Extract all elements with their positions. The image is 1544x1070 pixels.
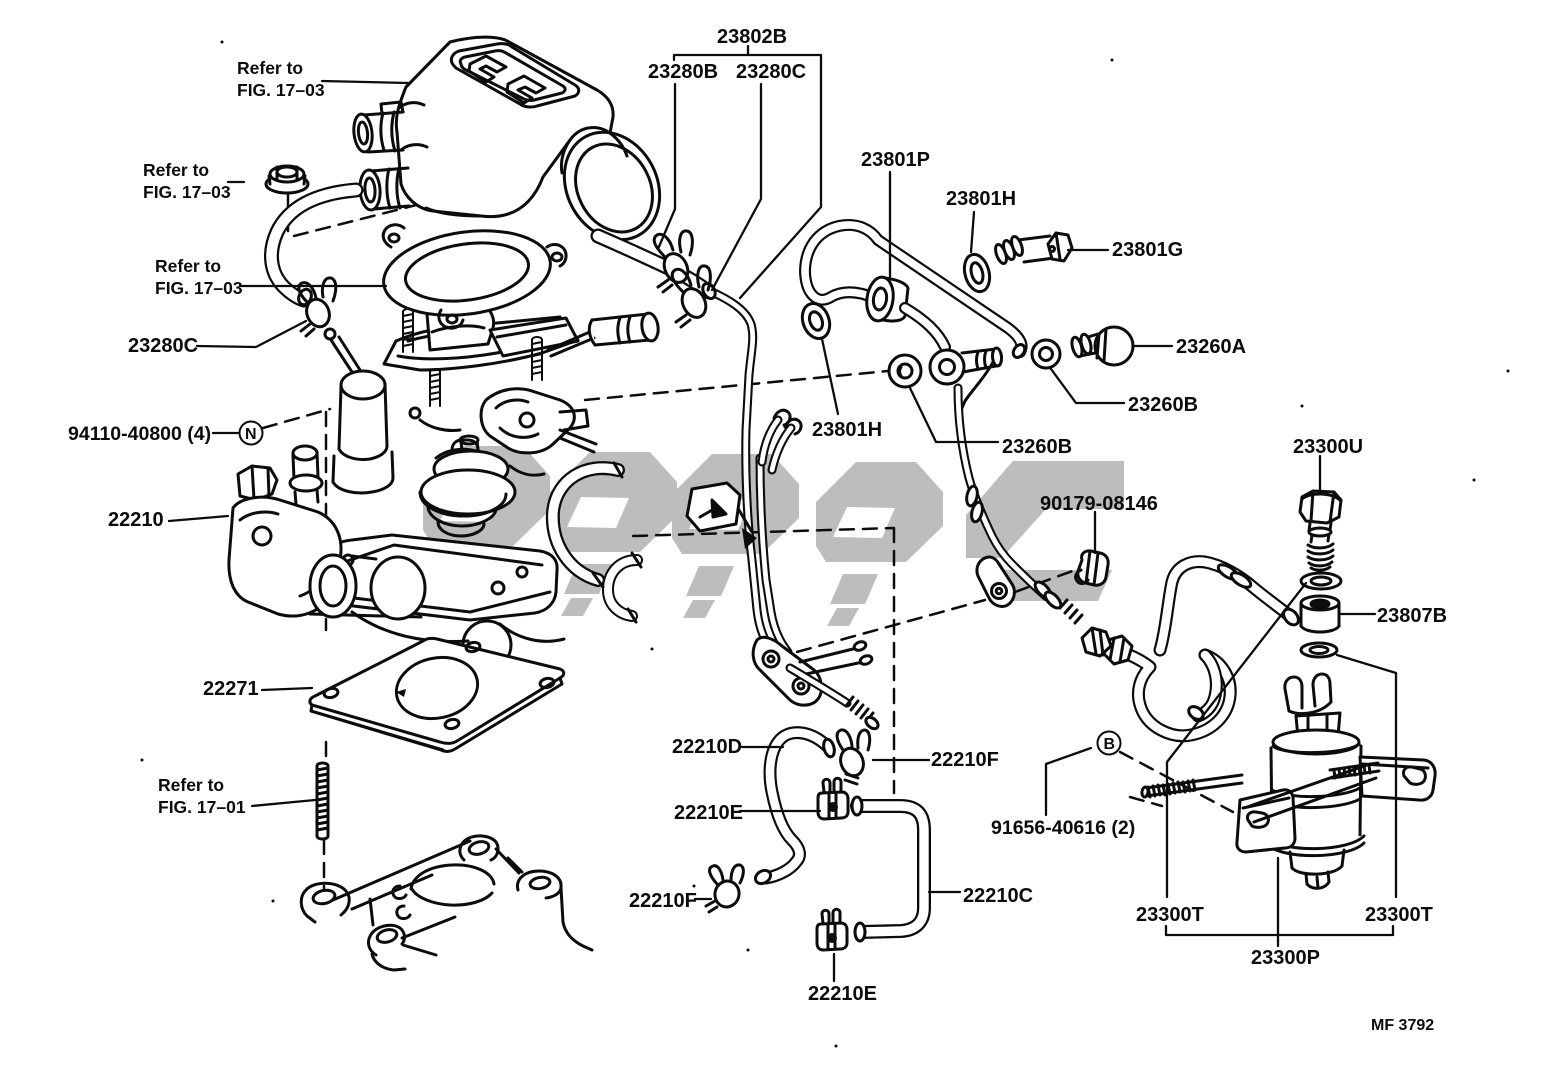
svg-text:23300T: 23300T <box>1136 904 1204 926</box>
svg-text:N: N <box>245 426 257 443</box>
svg-text:23260A: 23260A <box>1176 336 1246 358</box>
svg-text:22210D: 22210D <box>672 736 742 758</box>
svg-text:B: B <box>1104 736 1116 753</box>
svg-text:22210C: 22210C <box>963 885 1033 907</box>
svg-text:23280C: 23280C <box>736 61 806 83</box>
svg-text:Refer to: Refer to <box>143 160 209 180</box>
svg-text:23280C: 23280C <box>128 335 198 357</box>
svg-text:91656-40616 (2): 91656-40616 (2) <box>991 817 1135 839</box>
svg-text:FIG. 17–03: FIG. 17–03 <box>143 182 231 202</box>
svg-text:23801P: 23801P <box>861 149 930 171</box>
svg-text:22210E: 22210E <box>808 983 877 1005</box>
svg-text:FIG. 17–03: FIG. 17–03 <box>237 80 325 100</box>
svg-text:23801H: 23801H <box>946 188 1016 210</box>
svg-text:23300P: 23300P <box>1251 947 1320 969</box>
svg-text:MF 3792: MF 3792 <box>1371 1017 1434 1034</box>
svg-text:23300U: 23300U <box>1293 436 1363 458</box>
svg-text:23300T: 23300T <box>1365 904 1433 926</box>
svg-text:FIG. 17–03: FIG. 17–03 <box>155 278 243 298</box>
svg-text:23280B: 23280B <box>648 61 718 83</box>
svg-text:23807B: 23807B <box>1377 605 1447 627</box>
svg-text:23802B: 23802B <box>717 26 787 48</box>
svg-text:23801G: 23801G <box>1112 239 1183 261</box>
svg-text:Refer to: Refer to <box>155 256 221 276</box>
svg-text:23260B: 23260B <box>1128 394 1198 416</box>
svg-text:22210F: 22210F <box>931 749 999 771</box>
svg-text:94110-40800 (4): 94110-40800 (4) <box>68 423 211 445</box>
svg-text:23260B: 23260B <box>1002 436 1072 458</box>
svg-text:22271: 22271 <box>203 678 259 700</box>
svg-text:22210F: 22210F <box>629 890 697 912</box>
svg-text:FIG. 17–01: FIG. 17–01 <box>158 797 246 817</box>
svg-text:Refer to: Refer to <box>237 58 303 78</box>
svg-text:22210E: 22210E <box>674 802 743 824</box>
svg-text:90179-08146: 90179-08146 <box>1040 493 1158 515</box>
svg-text:22210: 22210 <box>108 509 164 531</box>
svg-text:23801H: 23801H <box>812 419 882 441</box>
svg-text:Refer to: Refer to <box>158 775 224 795</box>
